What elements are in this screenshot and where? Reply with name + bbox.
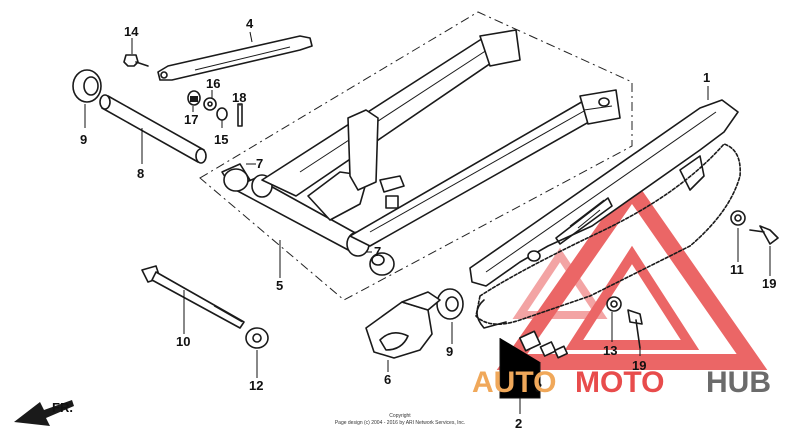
part-10-long-bolt — [141, 265, 245, 329]
part-16-washer — [203, 97, 217, 111]
part-14-bolt — [123, 54, 149, 67]
part-15-nut — [216, 107, 228, 121]
part-4-link — [157, 35, 313, 81]
part-8-pivot-shaft — [99, 94, 207, 164]
callout-12: 12 — [249, 378, 263, 393]
callout-2: 2 — [515, 416, 522, 431]
callout-14: 14 — [124, 24, 139, 39]
watermark-hub: HUB — [706, 366, 771, 399]
front-direction-arrow-icon — [14, 400, 74, 426]
callout-7-lower: 7 — [374, 244, 381, 259]
callout-8: 8 — [137, 166, 144, 181]
direction-label: FR. — [52, 400, 73, 415]
part-1-chain-case — [469, 99, 739, 287]
part-11-nut — [730, 210, 746, 226]
callout-15: 15 — [214, 132, 228, 147]
callout-9-lower: 9 — [446, 344, 453, 359]
callout-6: 6 — [384, 372, 391, 387]
leader-lines — [84, 31, 771, 414]
callout-16: 16 — [206, 76, 220, 91]
part-13-nut — [606, 296, 622, 312]
swingarm-assembly-boundary — [199, 11, 633, 301]
part-19-bolt-right — [749, 225, 779, 245]
part-12-nut — [245, 327, 269, 349]
callout-18: 18 — [232, 90, 246, 105]
callout-19-lower: 19 — [632, 358, 646, 373]
part-7-bushing-upper — [221, 163, 251, 192]
watermark-moto: MOTO — [575, 366, 664, 399]
watermark-text: AUTO MOTO HUB — [472, 366, 771, 399]
part-19-bolt-lower — [627, 309, 643, 349]
callout-11: 11 — [730, 262, 744, 277]
callout-19-right: 19 — [762, 276, 776, 291]
callout-13: 13 — [603, 343, 617, 358]
callout-17: 17 — [184, 112, 198, 127]
callout-10: 10 — [176, 334, 190, 349]
part-3-master-link — [518, 330, 569, 359]
part-callouts: 4 14 9 8 17 16 15 18 7 7 5 1 9 10 12 6 1… — [80, 16, 776, 431]
watermark-logo — [496, 176, 768, 370]
callout-1: 1 — [703, 70, 710, 85]
part-6-chain-slider — [365, 291, 441, 359]
callout-9-upper: 9 — [80, 132, 87, 147]
part-5-swingarm — [231, 29, 621, 257]
part-2-drive-chain — [475, 143, 741, 329]
part-9-collar-lower — [436, 288, 464, 320]
part-9-collar-upper — [72, 69, 102, 103]
callout-5: 5 — [276, 278, 283, 293]
callout-3: 3 — [535, 380, 542, 395]
copyright-line-1: Copyright — [389, 413, 411, 419]
callout-7-upper: 7 — [256, 156, 263, 171]
callout-4: 4 — [246, 16, 254, 31]
copyright-line-2: Page design (c) 2004 - 2016 by ARI Netwo… — [335, 420, 465, 426]
part-17-nut — [187, 90, 201, 106]
part-18-pin — [237, 103, 243, 127]
part-7-bushing-lower — [369, 252, 395, 276]
watermark-auto: AUTO — [472, 366, 556, 399]
